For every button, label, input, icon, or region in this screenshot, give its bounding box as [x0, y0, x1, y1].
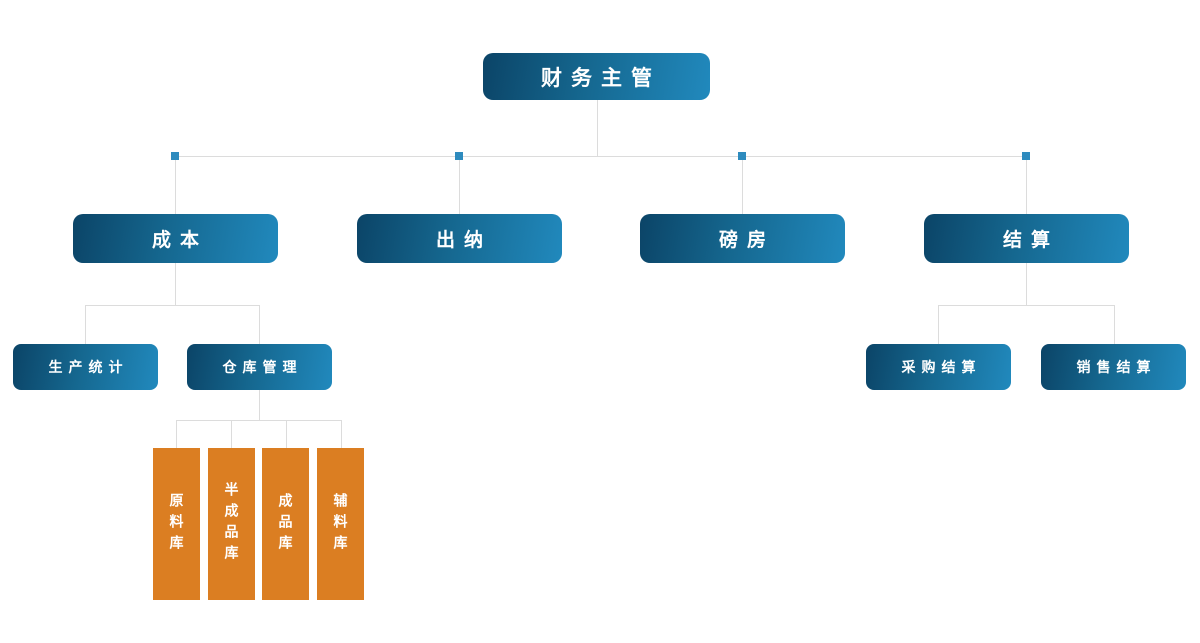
node-production-stats: 生产统计 [13, 344, 158, 390]
node-raw-material-warehouse: 原料库 [153, 448, 200, 600]
node-label: 结算 [1002, 230, 1059, 251]
junction-dot-cost [171, 152, 179, 160]
junction-dot-settlement [1022, 152, 1030, 160]
node-label: 成本 [151, 230, 208, 251]
node-label: 财务主管 [541, 66, 661, 90]
node-label: 仓库管理 [222, 359, 303, 375]
connector-warehouse-stub [259, 390, 260, 420]
connector-cost-rail [85, 305, 260, 306]
connector-warehouse-rail [176, 420, 341, 421]
connector-settlement-stub [1026, 263, 1027, 305]
connector-drop-cost [175, 156, 176, 214]
connector-drop-warehouse-mgmt [259, 305, 260, 344]
connector-drop-production-stats [85, 305, 86, 344]
node-label: 辅料库 [332, 492, 349, 556]
node-label: 出纳 [435, 230, 492, 251]
node-settlement: 结算 [924, 214, 1129, 263]
node-label: 半成品库 [223, 482, 240, 566]
node-label: 销售结算 [1076, 359, 1157, 375]
junction-dot-cashier [455, 152, 463, 160]
node-finished-goods-warehouse: 成品库 [262, 448, 309, 600]
connector-settlement-rail [938, 305, 1114, 306]
connector-drop-sales-settlement [1114, 305, 1115, 344]
connector-drop-raw-material [176, 420, 177, 448]
node-label: 采购结算 [901, 359, 982, 375]
node-auxiliary-material-warehouse: 辅料库 [317, 448, 364, 600]
node-weighbridge: 磅房 [640, 214, 845, 263]
node-warehouse-mgmt: 仓库管理 [187, 344, 332, 390]
junction-dot-weighbridge [738, 152, 746, 160]
node-sales-settlement: 销售结算 [1041, 344, 1186, 390]
connector-drop-auxiliary-material [341, 420, 342, 448]
connector-drop-purchase-settlement [938, 305, 939, 344]
node-label: 原料库 [168, 492, 185, 556]
connector-drop-weighbridge [742, 156, 743, 214]
connector-drop-cashier [459, 156, 460, 214]
node-cashier: 出纳 [357, 214, 562, 263]
node-cost: 成本 [73, 214, 278, 263]
node-purchase-settlement: 采购结算 [866, 344, 1011, 390]
connector-drop-semi-finished [231, 420, 232, 448]
node-label: 成品库 [277, 492, 294, 556]
connector-drop-finished-goods [286, 420, 287, 448]
connector-root-stub [597, 100, 598, 156]
connector-drop-settlement [1026, 156, 1027, 214]
node-label: 生产统计 [48, 359, 129, 375]
connector-main-rail [175, 156, 1027, 157]
connector-cost-stub [175, 263, 176, 305]
node-semi-finished-warehouse: 半成品库 [208, 448, 255, 600]
node-label: 磅房 [718, 230, 775, 251]
node-finance-director: 财务主管 [483, 53, 710, 100]
